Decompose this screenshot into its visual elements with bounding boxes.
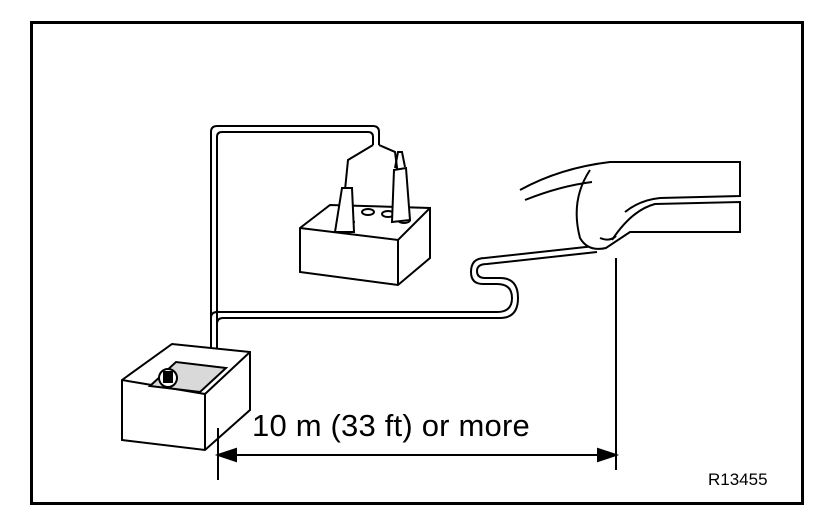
cable bbox=[210, 125, 598, 350]
hand-icon bbox=[519, 161, 741, 250]
dimension-arrow bbox=[214, 258, 620, 480]
jumper-clips-icon bbox=[333, 151, 412, 233]
figure-code: R13455 bbox=[708, 470, 768, 489]
battery-icon bbox=[299, 203, 431, 287]
tester-unit-icon bbox=[121, 342, 251, 452]
distance-label: 10 m (33 ft) or more bbox=[252, 408, 530, 443]
